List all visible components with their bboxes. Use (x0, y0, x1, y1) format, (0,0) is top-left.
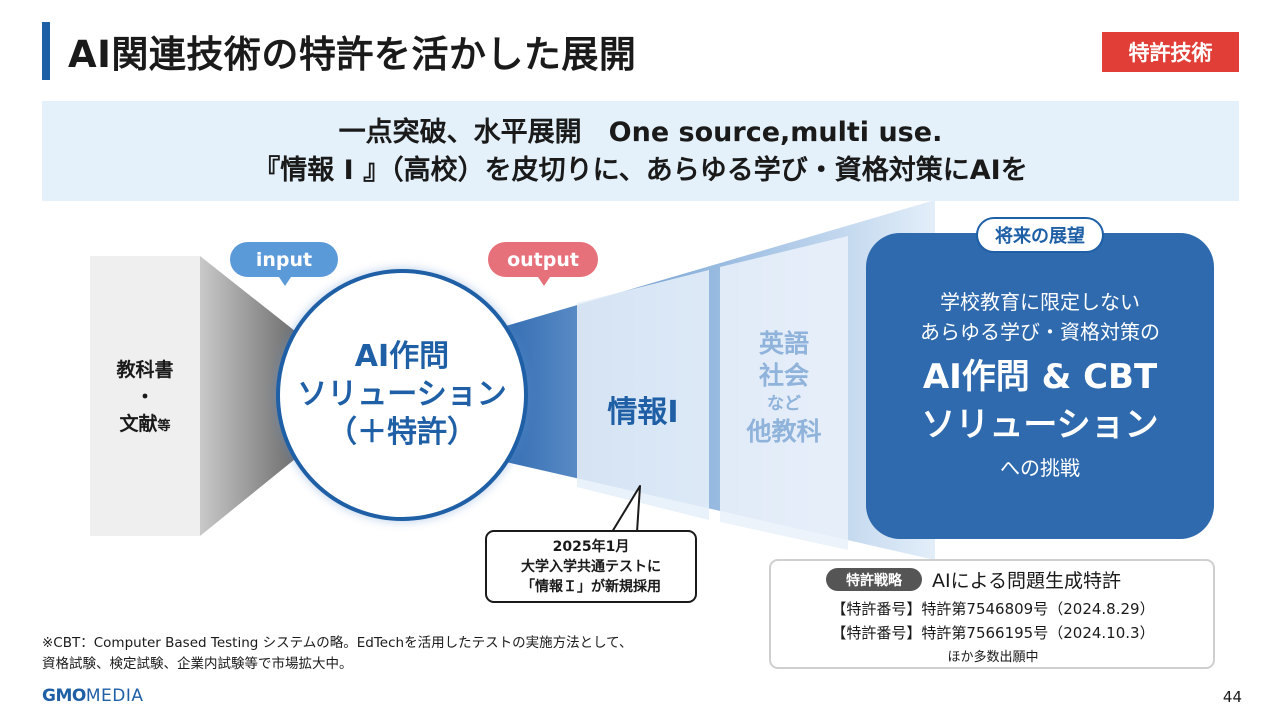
output-bubble-pointer (536, 274, 552, 286)
future-sub-2: あらゆる学び・資格対策の (920, 320, 1160, 344)
future-box (866, 233, 1214, 539)
footnote-line-1: ※CBT：Computer Based Testing システムの略。EdTec… (42, 635, 633, 651)
patent-tech-badge: 特許技術 (1102, 32, 1239, 72)
core-line-2: ソリューション (297, 377, 507, 412)
future-text: 学校教育に限定しない あらゆる学び・資格対策の AI作問 & CBT ソリューシ… (866, 287, 1214, 487)
cbt-footnote: ※CBT：Computer Based Testing システムの略。EdTec… (42, 633, 632, 675)
patent-number-1: 【特許番号】特許第7546809号（2024.8.29） (831, 600, 1155, 618)
stage2-panel (720, 236, 848, 550)
page-number: 44 (1222, 688, 1242, 706)
stage1-panel (577, 270, 709, 520)
callout-line-2: 大学入学共通テストに (521, 559, 661, 575)
output-label: output (507, 248, 579, 271)
future-tag: 将来の展望 (976, 217, 1104, 253)
source-label: 教科書 ・ 文献等 (90, 357, 200, 440)
patent-number-2: 【特許番号】特許第7566195号（2024.10.3） (831, 624, 1155, 642)
patent-strategy-tag: 特許戦略 (826, 568, 922, 591)
stage1-label: 情報I (607, 395, 679, 430)
source-dot: ・ (135, 386, 155, 408)
strategy-banner: 一点突破、水平展開 One source,multi use. 『情報 I 』（… (42, 101, 1239, 201)
input-bubble-pointer (277, 274, 293, 286)
input-label: input (255, 248, 313, 271)
patent-heading: AIによる問題生成特許 (932, 570, 1122, 592)
future-sub-1: 学校教育に限定しない (940, 290, 1140, 314)
source-literature: 文献等 (90, 411, 200, 440)
input-pill: input (230, 242, 338, 277)
source-etc: 等 (157, 419, 171, 434)
footnote-line-2: 資格試験、検定試験、企業内試験等で市場拡大中。 (42, 656, 353, 672)
future-main-2: ソリューション (921, 405, 1159, 445)
banner-line-2: 『情報 I 』（高校）を皮切りに、あらゆる学び・資格対策にAIを (253, 155, 1028, 186)
stage2-english: 英語 (758, 329, 809, 358)
callout-line-1: 2025年1月 (552, 539, 630, 555)
source-literature-text: 文献 (119, 413, 158, 435)
exam-callout: 2025年1月 大学入学共通テストに 「情報Ｉ」が新規採用 (485, 530, 697, 603)
input-funnel (200, 256, 300, 536)
title-accent-bar (42, 22, 50, 80)
page-title: AI関連技術の特許を活かした展開 (68, 33, 637, 76)
core-line-1: AI作問 (354, 339, 450, 374)
core-line-3: （＋特許） (327, 415, 477, 450)
output-pill: output (488, 242, 598, 277)
callout-line-3: 「情報Ｉ」が新規採用 (521, 579, 661, 595)
stage2-other: 他教科 (746, 417, 822, 446)
core-circle (276, 269, 528, 521)
stage2-social: 社会 (758, 361, 809, 390)
logo-gmo: GMO (42, 686, 86, 706)
stage2-etc: など (767, 394, 801, 414)
logo-media: MEDIA (85, 686, 144, 706)
future-tail: への挑戦 (1000, 456, 1080, 480)
future-main-1: AI作問 & CBT (922, 357, 1158, 397)
source-textbook: 教科書 (116, 359, 174, 381)
core-label: AI作問 ソリューション （＋特許） (282, 338, 522, 452)
banner-line-1: 一点突破、水平展開 One source,multi use. (338, 117, 943, 148)
patent-more: ほか多数出願中 (947, 650, 1039, 665)
gmo-media-logo: GMOMEDIA (42, 686, 143, 706)
source-box (90, 256, 200, 536)
stage2-label: 英語 社会 など 他教科 (720, 328, 848, 448)
